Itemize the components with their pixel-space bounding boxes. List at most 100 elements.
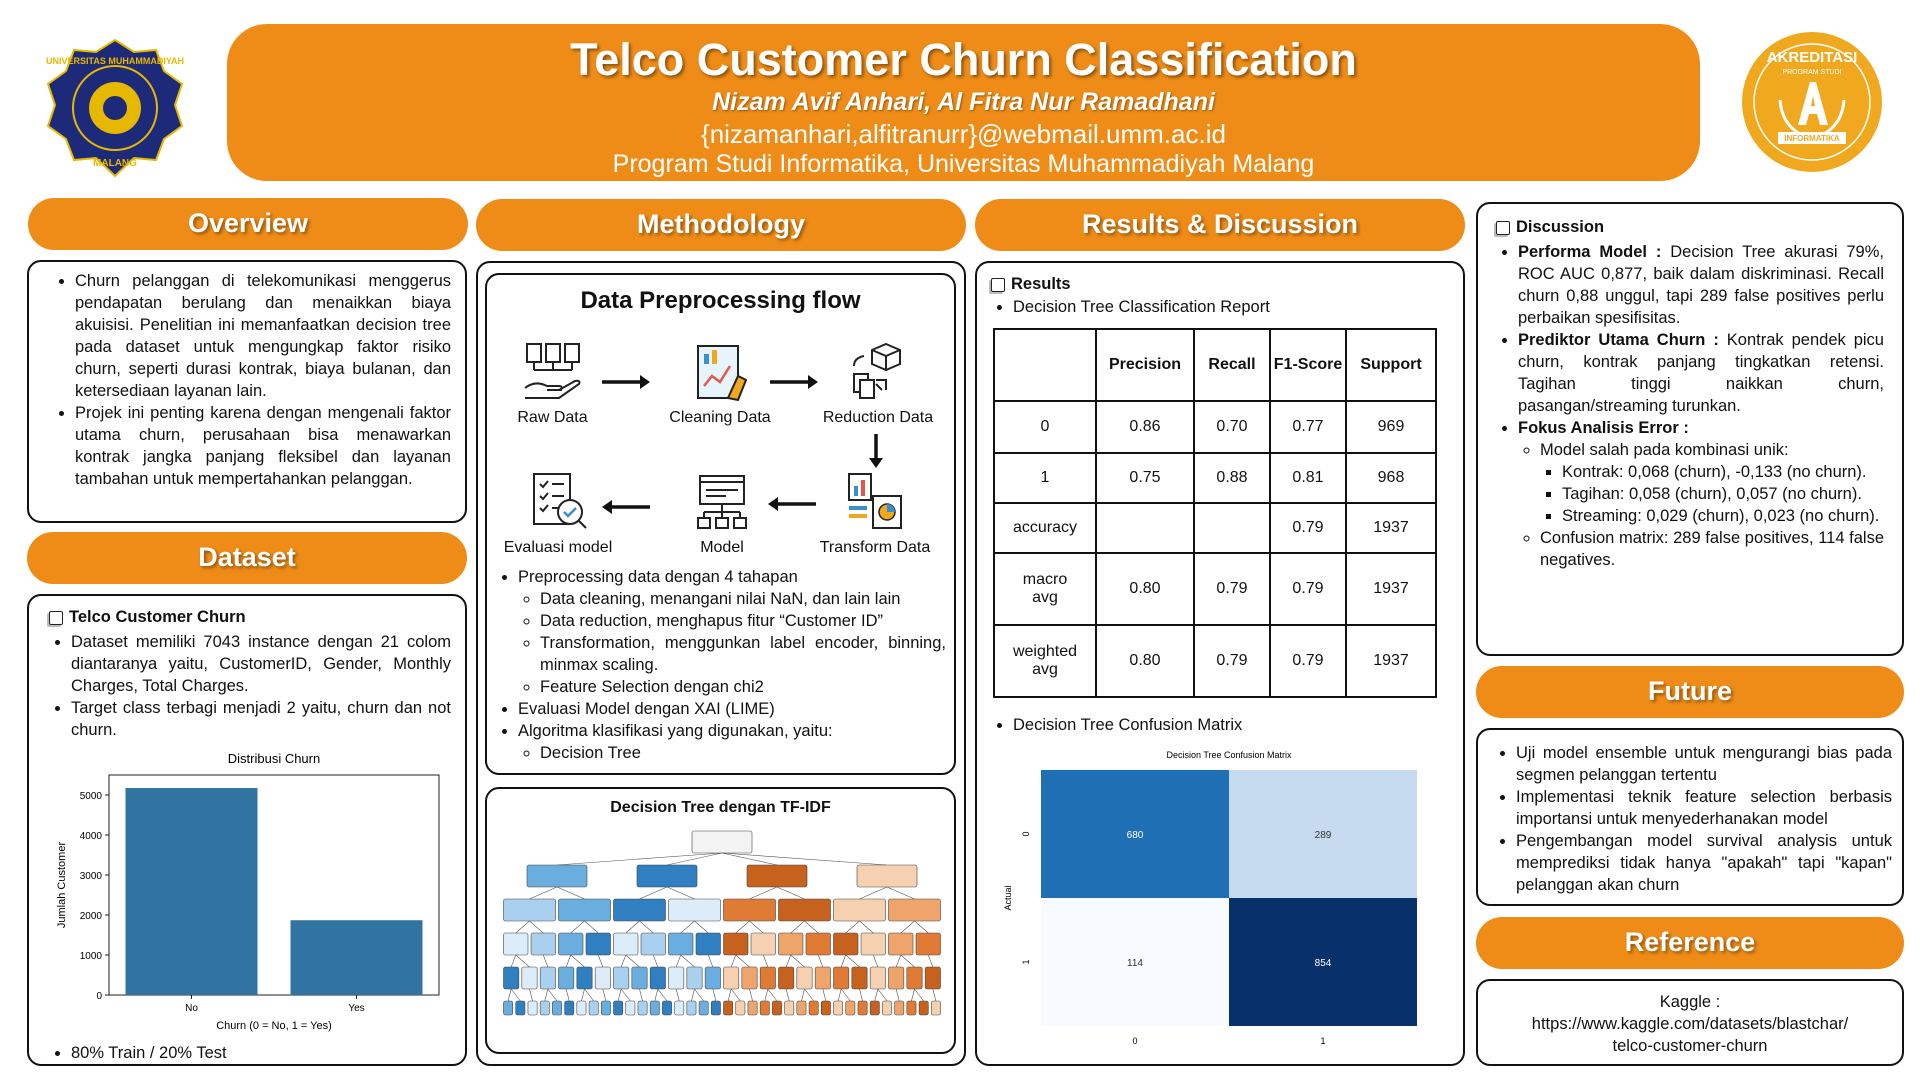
table-header xyxy=(993,328,1097,402)
tree-node xyxy=(585,932,611,956)
tree-edge xyxy=(544,988,549,1002)
cm-cell xyxy=(1229,898,1417,1026)
future-bullet-1: Uji model ensemble untuk mengurangi bias… xyxy=(1516,742,1892,786)
disc-p3-sub1: Model salah pada kombinasi unik: xyxy=(1540,441,1789,459)
tree-node xyxy=(527,1000,538,1016)
reference-line-3[interactable]: telco-customer-churn xyxy=(1612,1037,1768,1055)
logo-left-bottom: MALANG xyxy=(93,158,137,169)
tree-edge xyxy=(859,920,874,934)
methodology-title: Methodology xyxy=(476,199,966,251)
tree-edge xyxy=(584,988,594,1002)
tree-edge xyxy=(822,988,827,1002)
tree-edge xyxy=(675,954,682,968)
tree-edge xyxy=(895,954,902,968)
dataset-bullet-2: Target class terbagi menjadi 2 yaitu, ch… xyxy=(71,697,451,741)
tree-node xyxy=(882,1000,892,1016)
tree-node xyxy=(588,1000,599,1016)
tree-edge xyxy=(694,988,704,1002)
tree-node xyxy=(539,1000,550,1016)
checkbox-icon xyxy=(991,277,1005,292)
tree-edge xyxy=(767,988,778,1002)
tree-edge xyxy=(900,920,915,934)
tree-node xyxy=(668,898,721,922)
tree-node xyxy=(539,966,556,990)
logo-left-top: UNIVERSITAS MUHAMMADIYAH xyxy=(46,56,184,66)
method-b1-sub-1: Data cleaning, menangani nilai NaN, dan … xyxy=(540,588,946,610)
flow-cleaning-data: Cleaning Data xyxy=(655,340,785,427)
tree-edge xyxy=(785,988,790,1002)
tree-node xyxy=(750,932,776,956)
tree-node xyxy=(640,932,666,956)
results-title: Results & Discussion xyxy=(975,199,1465,251)
header-banner: Telco Customer Churn Classification Niza… xyxy=(227,24,1700,181)
reference-link[interactable]: https://www.kaggle.com/datasets/blastcha… xyxy=(1531,1015,1849,1033)
tree-node xyxy=(695,932,721,956)
tree-edge xyxy=(510,988,521,1002)
tree-node xyxy=(894,1000,905,1016)
tree-node xyxy=(594,966,611,990)
table-cell: 1 xyxy=(993,452,1097,504)
tree-node xyxy=(631,966,648,990)
tree-edge xyxy=(927,954,934,968)
tree-node xyxy=(860,932,886,956)
tree-node xyxy=(662,1000,672,1016)
dataset-title: Dataset xyxy=(27,532,467,584)
tree-edge xyxy=(840,988,851,1002)
tree-node xyxy=(668,966,685,990)
disc-p3-item-3: Streaming: 0,029 (churn), 0,023 (no chur… xyxy=(1562,505,1884,527)
cm-y-tick: 0 xyxy=(1021,831,1031,836)
x-tick-label: No xyxy=(185,1003,198,1014)
tree-edge xyxy=(735,920,750,934)
decision-tree-visualization xyxy=(503,830,941,1016)
flow-raw-label: Raw Data xyxy=(517,409,588,426)
table-cell: 0.70 xyxy=(1193,400,1271,454)
future-box: Uji model ensemble untuk mengurangi bias… xyxy=(1476,728,1904,906)
tree-node xyxy=(784,1000,795,1016)
tree-edge xyxy=(932,988,937,1002)
disc-p3-item-1: Kontrak: 0,068 (churn), -0,133 (no churn… xyxy=(1562,461,1884,483)
disc-p3-item-2: Tagihan: 0,058 (churn), 0,057 (no churn)… xyxy=(1562,483,1884,505)
tree-edge xyxy=(565,954,572,968)
tree-edge xyxy=(712,988,717,1002)
method-b1-sub-2: Data reduction, menghapus fitur “Custome… xyxy=(540,610,946,632)
flow-model-label: Model xyxy=(700,539,744,556)
tree-node xyxy=(857,1000,868,1016)
bar xyxy=(290,920,423,995)
table-cell: 0.80 xyxy=(1095,624,1195,698)
checkbox-icon xyxy=(49,610,63,625)
tree-node xyxy=(686,966,703,990)
table-cell: 0.77 xyxy=(1269,400,1347,454)
tree-title: Decision Tree dengan TF-IDF xyxy=(610,799,831,816)
tree-node xyxy=(924,966,941,990)
model-icon xyxy=(697,475,747,529)
flow-cleaning-label: Cleaning Data xyxy=(669,409,771,426)
tree-edge xyxy=(895,988,900,1002)
plot-frame xyxy=(108,774,440,996)
tree-node xyxy=(576,1000,587,1016)
method-b1: Preprocessing data dengan 4 tahapan xyxy=(518,568,798,586)
tree-node xyxy=(759,966,776,990)
disc-p3-title: Fokus Analisis Error : xyxy=(1518,419,1689,437)
tree-node xyxy=(558,932,584,956)
results-box: Results Decision Tree Classification Rep… xyxy=(975,261,1465,1066)
tree-node xyxy=(686,1000,697,1016)
table-cell: 0 xyxy=(993,400,1097,454)
cm-cell-value: 680 xyxy=(1127,830,1144,841)
tree-edge xyxy=(790,954,805,968)
y-tick-label: 5000 xyxy=(80,791,103,802)
disc-p2-title: Prediktor Utama Churn : xyxy=(1518,331,1719,349)
table-cell: 1937 xyxy=(1345,624,1437,698)
affiliation: Program Studi Informatika, Universitas M… xyxy=(612,150,1315,178)
method-b3-sub: Decision Tree xyxy=(540,742,946,764)
tree-node xyxy=(814,966,831,990)
tree-edge xyxy=(837,988,842,1002)
results-subtitle: Results xyxy=(1011,275,1071,293)
tree-node xyxy=(723,966,740,990)
chart-title: Distribusi Churn xyxy=(228,751,320,766)
tree-edge xyxy=(764,988,769,1002)
raw-data-icon xyxy=(523,343,580,399)
tree-node xyxy=(778,898,831,922)
tree-node xyxy=(796,1000,807,1016)
tree-edge xyxy=(620,954,627,968)
